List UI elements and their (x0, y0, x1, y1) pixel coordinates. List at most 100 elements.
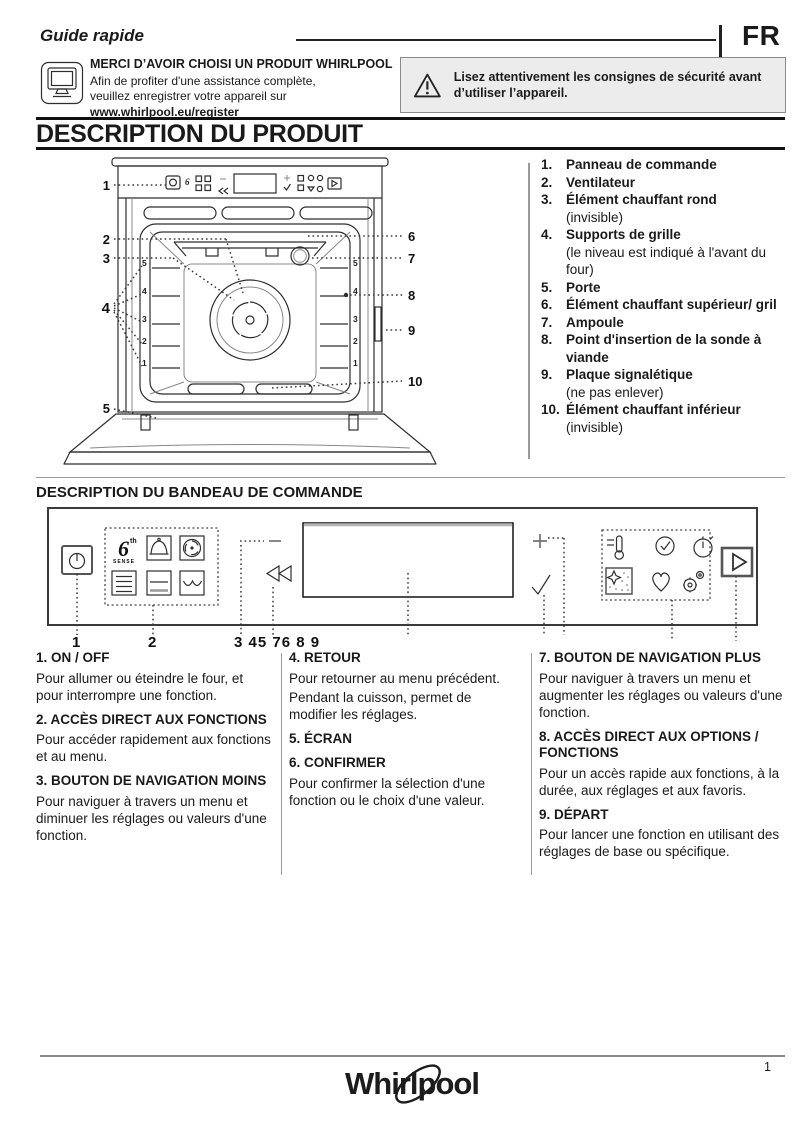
clean-icon (605, 567, 633, 595)
legend-column-2: 4. RETOUR Pour retourner au menu précéde… (289, 650, 523, 811)
oven-diagram: 6 (63, 157, 437, 465)
list-item-note: (invisible) (566, 419, 624, 435)
rack-level: 1 (353, 358, 358, 368)
list-item: 10.Élément chauffant inférieur (541, 402, 741, 417)
list-item-note: (ne pas enlever) (566, 384, 664, 400)
rating-plate (374, 306, 382, 342)
legend-heading: 9. DÉPART (539, 806, 609, 822)
favorites-icon (652, 572, 670, 592)
section2-rule (36, 477, 785, 478)
mini-control-panel: 6 (165, 173, 342, 195)
display (302, 522, 514, 598)
product-section-title: DESCRIPTION DU PRODUIT (36, 120, 363, 148)
dome-icon (146, 535, 172, 561)
brand-wordmark: Whirlpool (345, 1066, 479, 1101)
register-block: MERCI D’AVOIR CHOISI UN PRODUIT WHIRLPOO… (90, 57, 395, 120)
rack-guides (152, 267, 348, 369)
section-rule-top (36, 117, 785, 120)
oven-icon (146, 570, 172, 596)
list-item: 8.Point d'insertion de la sonde à viande (541, 332, 762, 365)
register-computer-icon (40, 61, 84, 105)
diagram-label-3: 3 (103, 251, 110, 266)
mini-six-sense: 6 (185, 177, 190, 187)
legend-text: Pour naviguer à travers un menu et augme… (539, 670, 783, 720)
legend-heading: 5. ÉCRAN (289, 730, 353, 746)
legend-heading: 6. CONFIRMER (289, 755, 386, 770)
diagram-label-9: 9 (408, 323, 415, 338)
list-item: 1.Panneau de commande (541, 157, 717, 172)
diagram-label-10: 10 (408, 374, 422, 389)
legend-heading: 4. RETOUR (289, 650, 361, 665)
panel-leaders (76, 537, 737, 641)
diagram-leaders (113, 184, 404, 419)
safety-warning-text: Lisez attentivement les consignes de séc… (453, 70, 762, 100)
start-icon (720, 546, 754, 578)
legend-text: Pour allumer ou éteindre le four, et pou… (36, 670, 244, 703)
legend-heading: 8. ACCÈS DIRECT AUX OPTIONS / FONCTIONS (539, 728, 759, 761)
diagram-label-4: 4 (102, 300, 111, 317)
legend-text: Pour retourner au menu précédent. (289, 670, 500, 686)
timer-icon (693, 536, 714, 558)
menu-icon (111, 570, 137, 596)
oven-light (290, 246, 310, 266)
register-title: MERCI D’AVOIR CHOISI UN PRODUIT WHIRLPOO… (90, 57, 393, 71)
rack-level: 5 (142, 258, 147, 268)
confirm-icon (531, 574, 551, 596)
legend-text: Pour confirmer la sélection d'une foncti… (289, 775, 486, 808)
legend-text: Pour lancer une fonction en utilisant de… (539, 827, 780, 859)
rack-level: 4 (353, 286, 358, 296)
logo-swoosh (395, 1064, 441, 1104)
legend-heading: 3. BOUTON DE NAVIGATION MOINS (36, 773, 267, 788)
header-rule (296, 39, 716, 41)
list-item: 3.Élément chauffant rond (541, 192, 717, 207)
clock-icon (655, 536, 675, 556)
legend-text: Pour un accès rapide aux fonctions, à la… (539, 765, 780, 798)
rack-level: 2 (353, 336, 358, 346)
list-item: 9.Plaque signalétique (541, 367, 693, 382)
legend-text: Pour naviguer à travers un menu et dimin… (36, 793, 267, 843)
svg-text:SENSE: SENSE (113, 559, 135, 565)
panel-section-title: DESCRIPTION DU BANDEAU DE COMMANDE (36, 484, 363, 501)
diagram-label-6: 6 (408, 229, 415, 244)
list-item: 2.Ventilateur (541, 174, 636, 190)
column-divider (528, 163, 530, 459)
warning-triangle-icon (413, 73, 441, 97)
diagram-label-7: 7 (408, 251, 415, 266)
whirlpool-logo: Whirlpool (345, 1064, 480, 1104)
legend-heading: 1. ON / OFF (36, 650, 110, 665)
fan-icon (179, 535, 205, 561)
options-icon-group (601, 529, 714, 601)
six-sense-icon: 6 th SENSE (113, 536, 137, 565)
rack-level: 1 (142, 358, 147, 368)
rack-level: 3 (142, 314, 147, 324)
legend-divider (281, 653, 282, 875)
register-line2: veuillez enregistrer votre appareil sur (90, 89, 287, 103)
legend-column-1: 1. ON / OFF Pour allumer ou éteindre le … (36, 650, 273, 846)
rack-level: 3 (353, 314, 358, 324)
diagram-label-5: 5 (103, 401, 110, 416)
rack-level: 5 (353, 258, 358, 268)
legend-heading: 2. ACCÈS DIRECT AUX FONCTIONS (36, 711, 267, 727)
list-item-note: (invisible) (566, 209, 624, 225)
rack-level: 2 (142, 336, 147, 346)
callout-1: 1 (72, 634, 80, 651)
doc-title: Guide rapide (40, 26, 144, 45)
list-item-note: (le niveau est indiqué à l'avant du four… (566, 244, 766, 278)
header-tick (719, 25, 722, 57)
legend-text: Pour accéder rapidement aux fonctions et… (36, 732, 271, 764)
product-parts-list: 1.Panneau de commande 2.Ventilateur 3.Él… (541, 156, 791, 436)
language-badge: FR (742, 20, 781, 51)
footer-rule (40, 1055, 785, 1057)
power-icon (61, 545, 93, 575)
temperature-icon (607, 535, 624, 560)
legend-text: Pendant la cuisson, permet de modifier l… (289, 689, 472, 722)
list-item: 6.Élément chauffant supérieur/ gril (541, 297, 777, 312)
callout-2: 2 (148, 634, 156, 651)
top-heating-element (173, 241, 327, 257)
oven-door (63, 413, 437, 465)
legend-heading: 7. BOUTON DE NAVIGATION PLUS (539, 650, 762, 665)
svg-text:6: 6 (118, 536, 129, 561)
rack-level: 4 (142, 286, 147, 296)
diagram-label-1: 1 (103, 178, 110, 193)
